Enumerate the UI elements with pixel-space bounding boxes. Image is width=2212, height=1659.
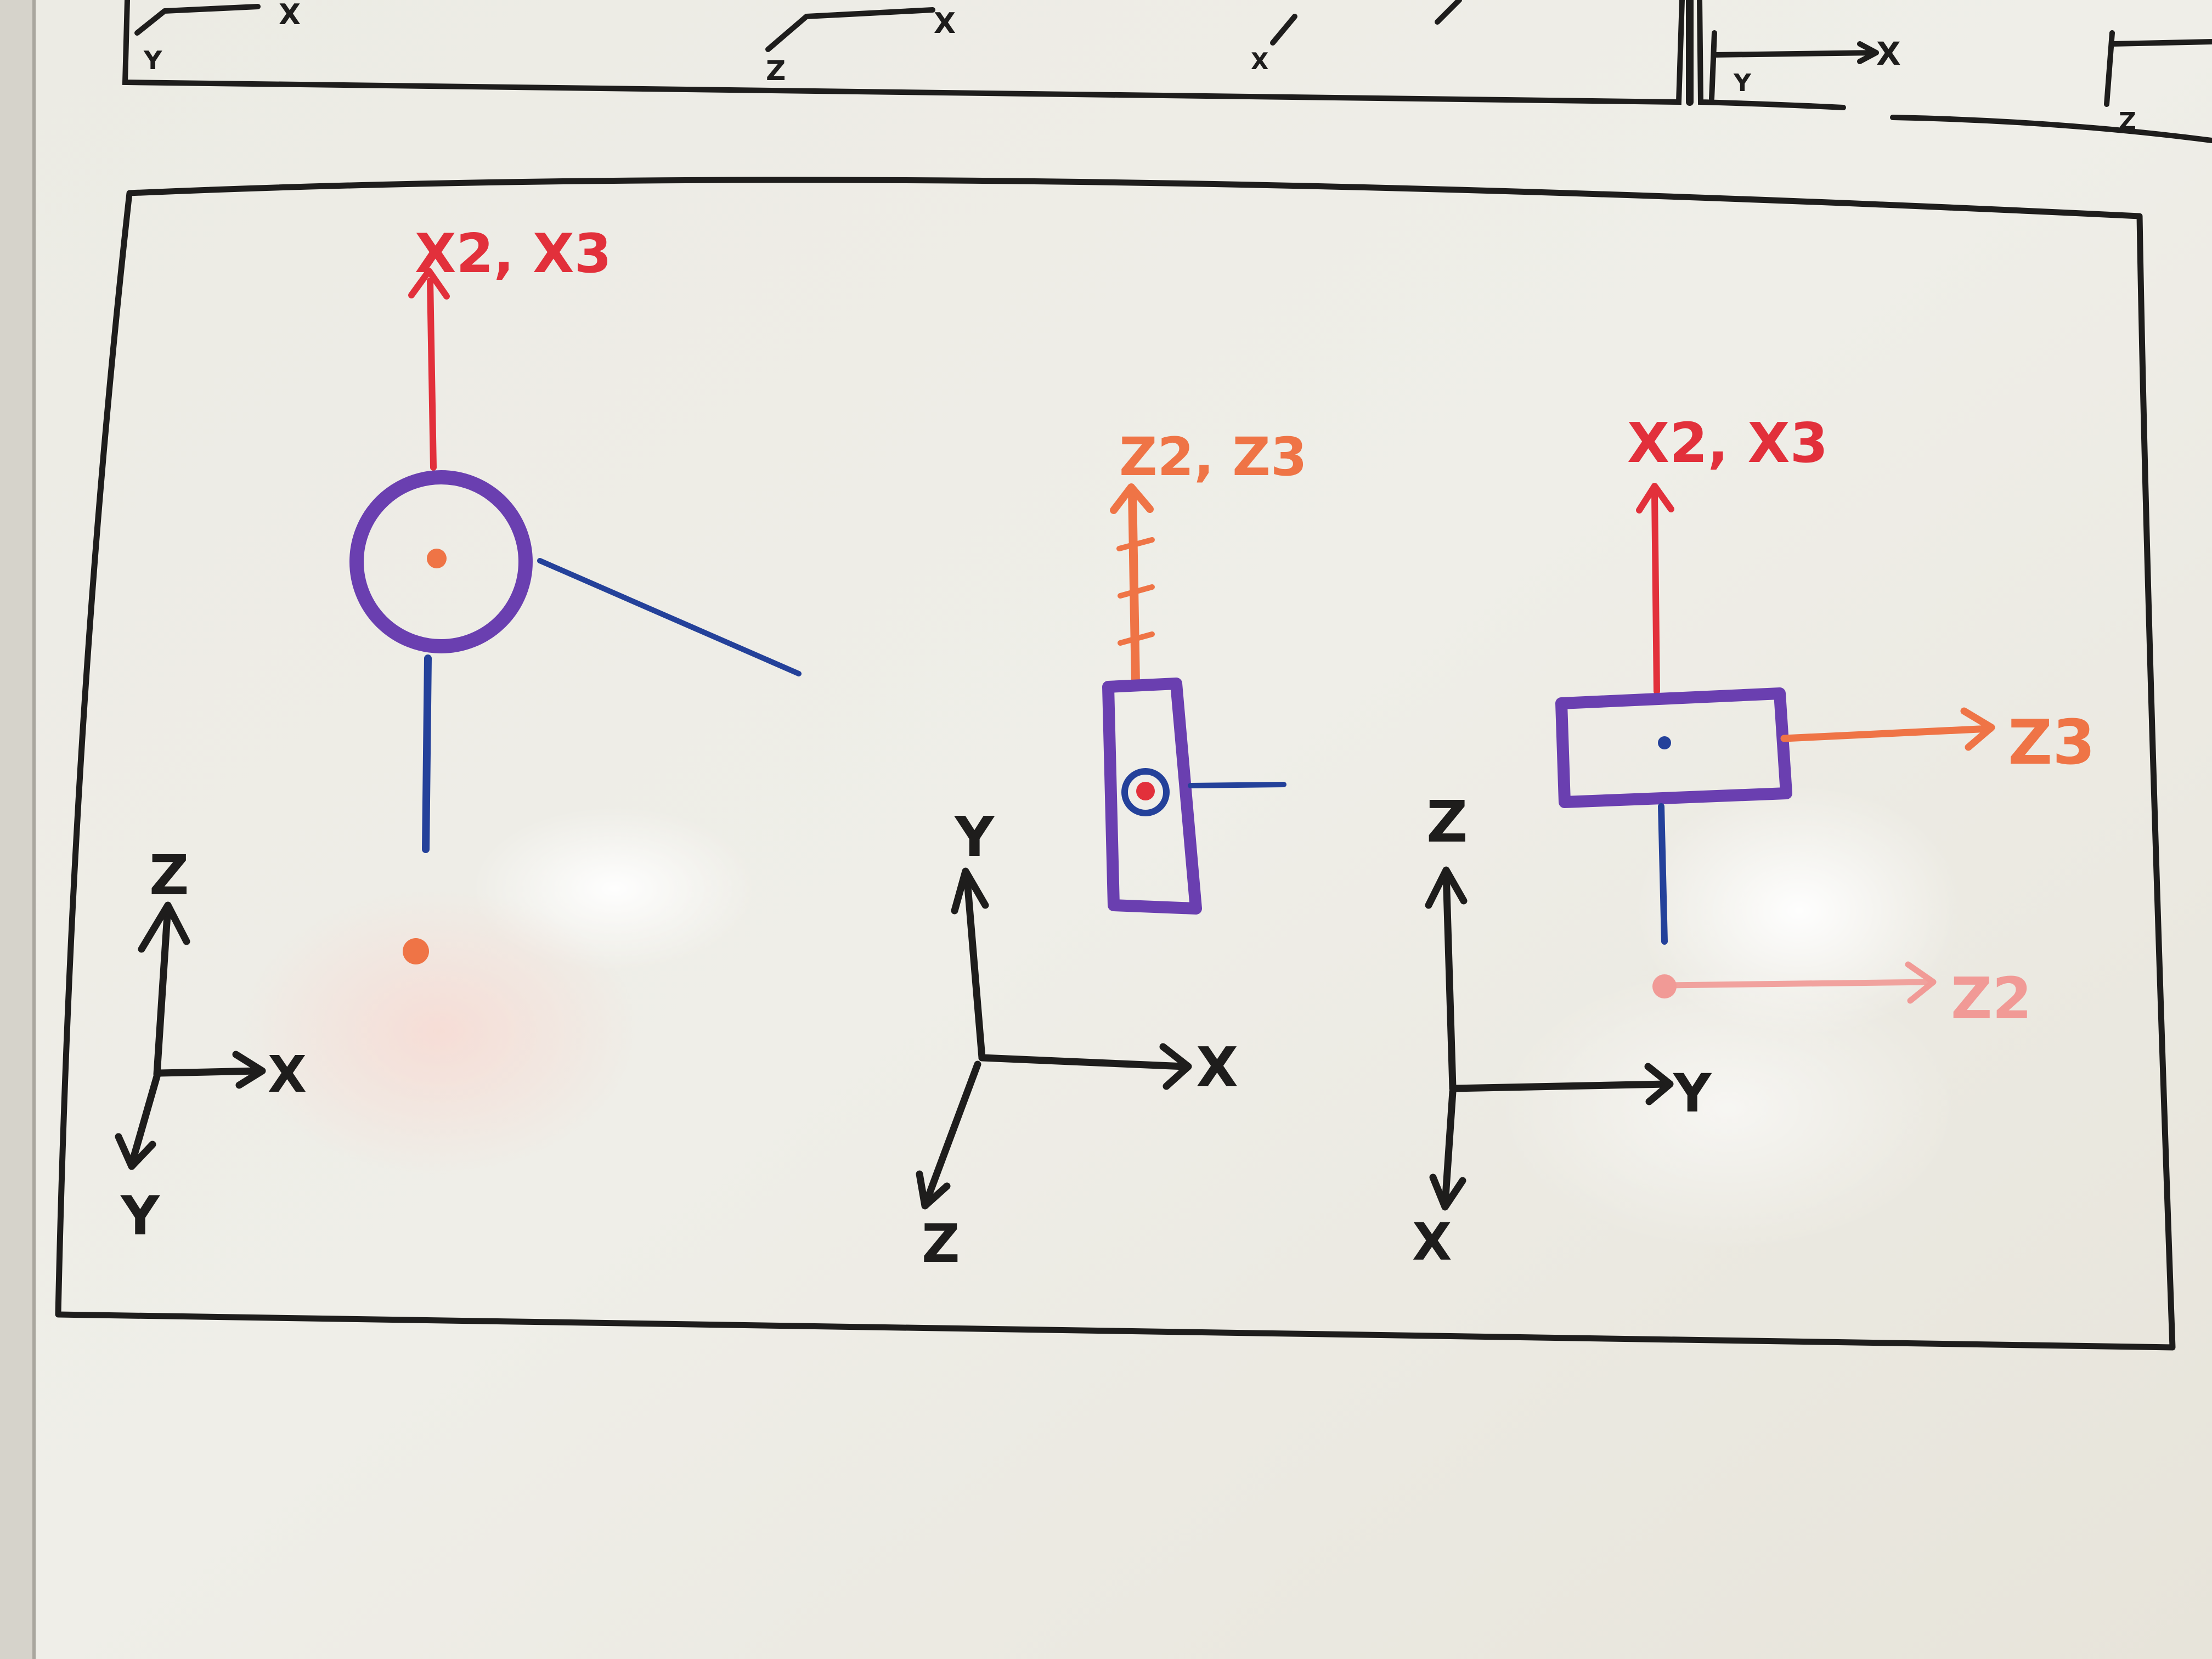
middle-axis-right bbox=[978, 1054, 1189, 1070]
main-frame bbox=[55, 177, 2176, 1351]
left-axis-label-right: X bbox=[268, 1045, 307, 1104]
left-joint-center-dot bbox=[427, 549, 447, 568]
left-axis-up-head bbox=[138, 901, 190, 953]
right-red-arrowhead bbox=[1636, 483, 1674, 514]
right-axis-label-up: Z bbox=[1426, 788, 1468, 855]
right-axis-down-head bbox=[1429, 1173, 1466, 1211]
left-top-label: X2, X3 bbox=[415, 223, 612, 285]
middle-axis-label-up: Y bbox=[954, 805, 995, 869]
middle-axis-label-down: Z bbox=[922, 1213, 960, 1274]
left-blue-link-down bbox=[422, 654, 432, 853]
panel-left: X2, X3 Z X Y bbox=[115, 223, 802, 1248]
right-joint-center-dot bbox=[1658, 736, 1671, 749]
panel-middle: Z2, Z3 Y X Z bbox=[916, 426, 1307, 1274]
middle-axis-down-head bbox=[916, 1170, 951, 1210]
middle-axis-down bbox=[922, 1060, 981, 1206]
left-axis-right-head bbox=[232, 1051, 266, 1089]
right-orange-arrowhead bbox=[1960, 707, 1995, 751]
left-axis-label-down: Y bbox=[120, 1185, 160, 1248]
right-faded-arrowhead bbox=[1905, 961, 1937, 1004]
top-label-x-left: X bbox=[279, 0, 301, 31]
top-label-y-right: Y bbox=[1733, 69, 1752, 97]
left-axis-up bbox=[153, 902, 172, 1078]
right-side-label: Z3 bbox=[2008, 707, 2095, 778]
right-axes bbox=[1425, 866, 1674, 1211]
middle-joint-blue-ring bbox=[1121, 768, 1170, 816]
top-strip-line-far-right bbox=[1890, 115, 2212, 143]
right-orange-axis bbox=[1780, 725, 1994, 742]
left-blue-link-diagonal bbox=[537, 558, 802, 676]
middle-orange-hatches bbox=[1116, 537, 1155, 646]
left-axis-down bbox=[128, 1073, 161, 1168]
right-axis-up bbox=[1442, 868, 1457, 1091]
right-axis-right bbox=[1449, 1080, 1671, 1092]
top-label-x-right: X bbox=[1876, 35, 1901, 72]
left-axis-right bbox=[155, 1067, 262, 1077]
board-left-frame bbox=[0, 0, 33, 1659]
top-strip bbox=[122, 0, 2212, 143]
right-purple-joint bbox=[1555, 687, 1792, 808]
right-axis-down bbox=[1441, 1088, 1457, 1209]
right-faded-label: Z2 bbox=[1951, 965, 2032, 1032]
middle-orange-arrowhead bbox=[1110, 483, 1154, 514]
right-axis-right-head bbox=[1644, 1063, 1674, 1105]
top-strip-box-right bbox=[1697, 0, 1846, 110]
left-axes bbox=[115, 901, 266, 1170]
middle-orange-axis bbox=[1128, 487, 1140, 688]
left-orange-dot bbox=[403, 938, 429, 964]
top-label-z-far-right: Z bbox=[2119, 108, 2136, 136]
middle-blue-link bbox=[1188, 782, 1286, 788]
right-axis-label-down: X bbox=[1412, 1212, 1452, 1272]
middle-purple-joint bbox=[1102, 678, 1202, 915]
glare-right-lower bbox=[1498, 966, 1959, 1251]
middle-axes bbox=[916, 867, 1192, 1210]
middle-axis-right-head bbox=[1159, 1043, 1192, 1090]
right-faded-axis bbox=[1661, 979, 1934, 989]
middle-joint-red-dot bbox=[1136, 782, 1155, 800]
right-red-axis bbox=[1651, 490, 1660, 695]
left-red-axis bbox=[427, 278, 437, 471]
top-strip-labels: Y X Z X X Y X Z bbox=[143, 0, 2136, 136]
middle-axis-label-right: X bbox=[1196, 1035, 1238, 1099]
left-axis-label-up: Z bbox=[149, 843, 189, 907]
middle-axis-up-head bbox=[951, 867, 989, 915]
middle-top-label: Z2, Z3 bbox=[1119, 426, 1307, 488]
top-label-x-mid2: X bbox=[1251, 48, 1268, 75]
top-label-z-mid1: Z bbox=[766, 55, 786, 87]
top-label-x-mid1: X bbox=[934, 7, 956, 40]
middle-axis-up bbox=[963, 870, 986, 1062]
top-strip-box bbox=[122, 0, 1685, 105]
glare-pink bbox=[241, 889, 636, 1174]
panel-right: X2, X3 Z3 Z2 Z Y X bbox=[1412, 411, 2095, 1272]
right-axis-up-head bbox=[1425, 866, 1468, 909]
right-top-label: X2, X3 bbox=[1627, 411, 1828, 475]
top-label-y-left: Y bbox=[143, 46, 162, 75]
right-axis-label-right: Y bbox=[1673, 1063, 1712, 1124]
right-blue-link bbox=[1658, 803, 1668, 945]
left-axis-down-head bbox=[115, 1133, 156, 1170]
left-purple-joint bbox=[349, 470, 533, 653]
left-red-arrowhead bbox=[408, 268, 450, 300]
